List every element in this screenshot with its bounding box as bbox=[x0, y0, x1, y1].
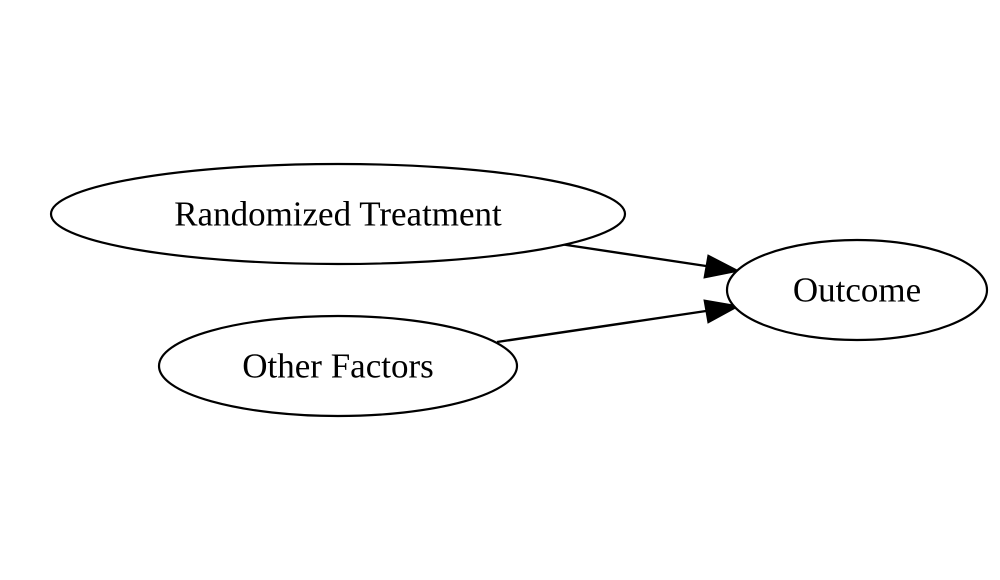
edge-line bbox=[496, 309, 707, 344]
node-label: Other Factors bbox=[242, 347, 433, 386]
edge-line bbox=[559, 242, 707, 268]
node-label: Outcome bbox=[793, 271, 921, 310]
node-other-factors: Other Factors bbox=[157, 314, 519, 418]
edge-treatment-to-outcome bbox=[559, 242, 741, 279]
node-ellipse bbox=[49, 162, 627, 266]
node-outcome: Outcome bbox=[725, 238, 989, 342]
node-ellipse bbox=[157, 314, 519, 418]
node-randomized-treatment: Randomized Treatment bbox=[49, 162, 627, 266]
arrowhead-icon bbox=[703, 254, 741, 279]
arrowhead-icon bbox=[703, 299, 741, 324]
node-ellipse bbox=[725, 238, 989, 342]
edge-other-to-outcome bbox=[496, 299, 741, 344]
node-label: Randomized Treatment bbox=[174, 195, 502, 234]
